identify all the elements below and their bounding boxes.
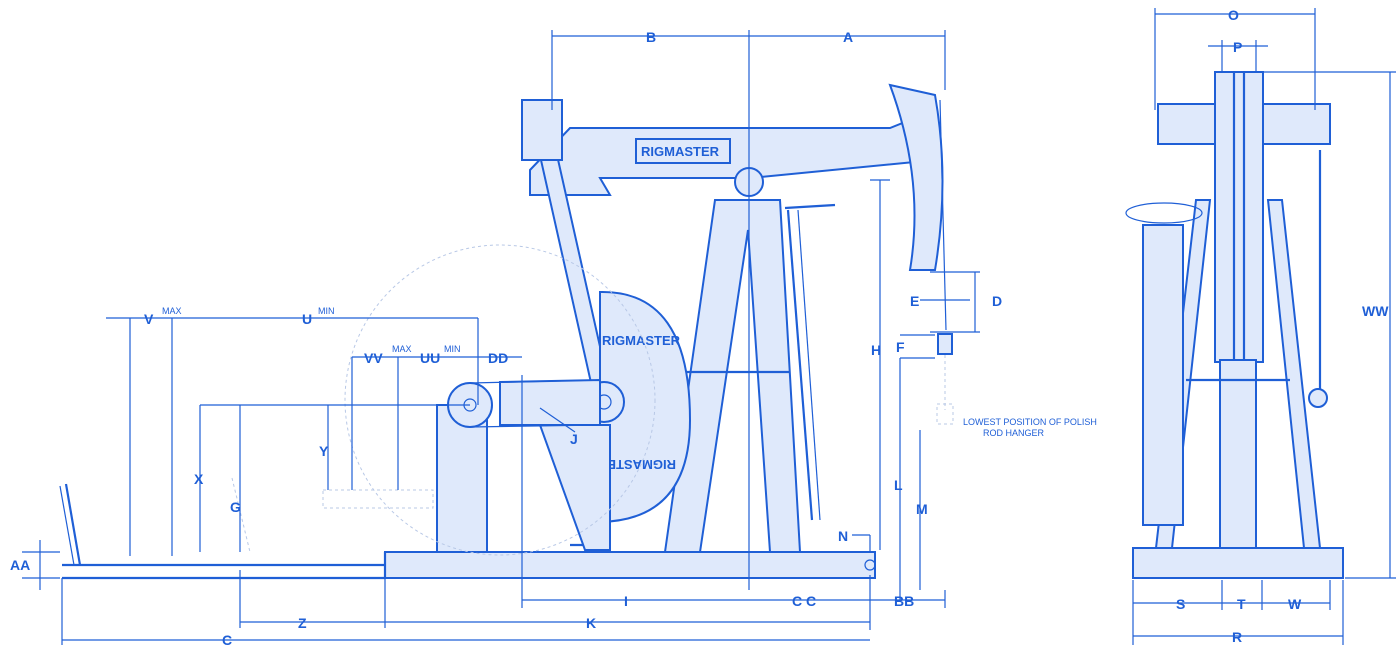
crank-arm [499,378,601,426]
front-right-leg [1266,199,1322,549]
motor-max-position [322,489,434,509]
motor-stand [436,404,488,553]
label-R: R [1232,629,1242,645]
polish-rod-note-line2: ROD HANGER [983,428,1045,438]
label-F: F [896,339,905,355]
label-CC: C C [792,593,816,609]
label-Y: Y [319,443,329,459]
polish-rod-note-line1: LOWEST POSITION OF POLISH [963,417,1097,427]
belt-top [469,379,601,384]
logo-text-beam: RIGMASTER [641,144,720,159]
samson-post [663,199,802,553]
brake-handle [64,483,82,566]
crank-travel-circle [344,244,656,556]
label-AA: AA [10,557,30,573]
label-WW: WW [1362,303,1389,319]
label-H: H [871,342,881,358]
label-G: G [230,499,241,515]
label-Z: Z [298,615,307,631]
label-VV: VV [364,350,383,366]
label-N: N [838,528,848,544]
base-pin [864,559,876,571]
label-I: I [624,593,628,609]
brake-handle-2 [59,485,75,566]
label-P: P [1233,39,1242,55]
label-VV-max: MAX [392,344,412,354]
polish-rod-lowest [936,403,954,425]
label-A: A [843,29,853,45]
rigmaster-logo-plate [635,138,731,164]
front-base [1132,547,1344,579]
label-DD: DD [488,350,508,366]
counterweight [599,290,692,524]
label-L: L [894,477,903,493]
label-V: V [144,311,154,327]
front-hook [1308,388,1328,408]
label-BB: BB [894,593,914,609]
front-ladder-ring [1125,202,1203,224]
label-U-min: MIN [318,306,335,316]
label-B: B [646,29,656,45]
walking-beam [529,108,936,196]
label-V-max: MAX [162,306,182,316]
logo-text-counterweight-mirror: RIGMASTER [597,457,676,472]
label-X: X [194,471,204,487]
polish-rod-hanger [937,333,953,355]
skid-rail-ghost [231,477,251,553]
label-UU-min: MIN [444,344,461,354]
horsehead [888,83,944,271]
belt-bottom [469,424,601,428]
label-U: U [302,311,312,327]
label-C: C [222,632,232,645]
label-J: J [570,431,578,447]
handrail [784,203,836,210]
label-W: W [1288,596,1302,612]
label-UU: UU [420,350,440,366]
front-ladder [1142,224,1184,526]
label-S: S [1176,596,1185,612]
label-E: E [910,293,919,309]
label-O: O [1228,7,1239,23]
ladder-2 [797,209,821,521]
label-T: T [1237,596,1246,612]
front-center-post [1219,359,1257,549]
logo-text-counterweight: RIGMASTER [602,333,681,348]
bridle-cable [939,99,947,331]
label-K: K [586,615,596,631]
equalizer-block [521,99,563,161]
front-horsehead-top [1214,71,1264,363]
label-D: D [992,293,1002,309]
label-M: M [916,501,928,517]
base-skid [384,551,876,579]
ladder [786,209,814,521]
